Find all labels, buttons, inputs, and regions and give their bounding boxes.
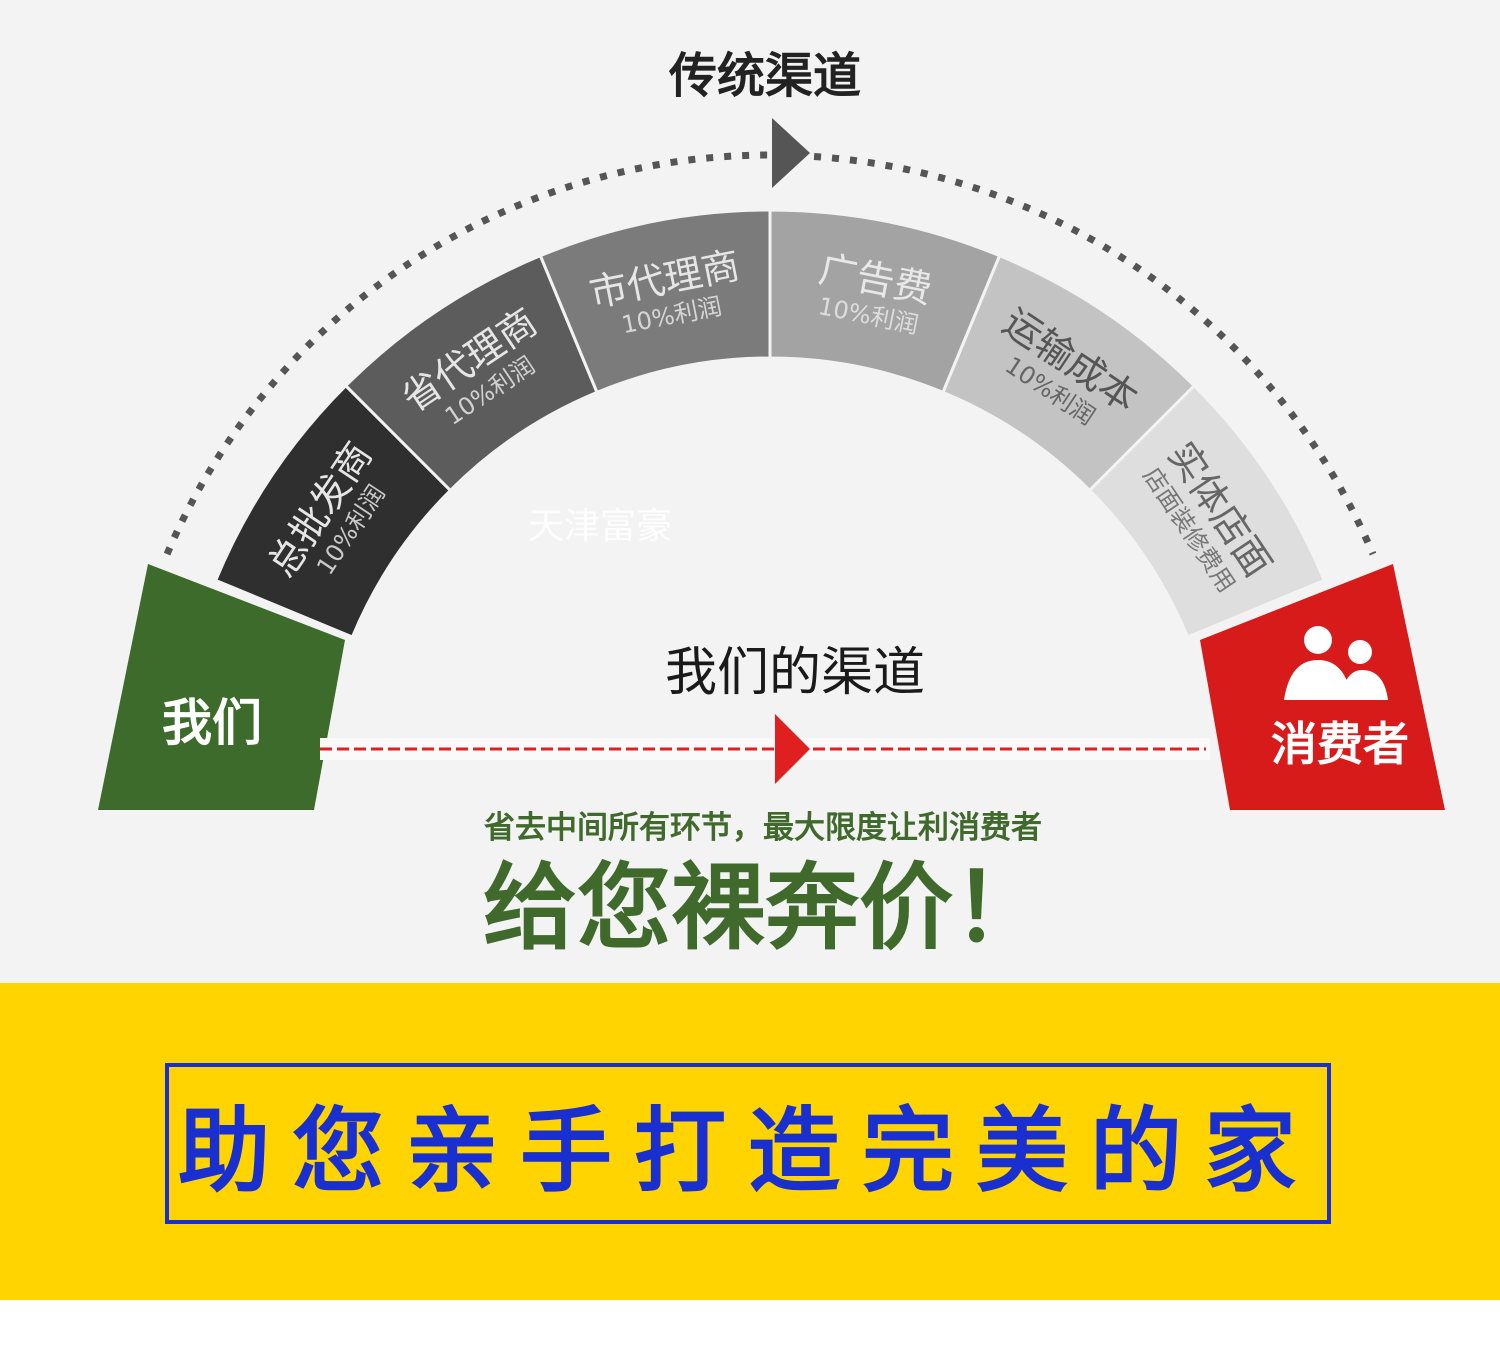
slogan-big: 给您裸奔价！ [483, 854, 1047, 963]
slogan-small: 省去中间所有环节，最大限度让利消费者 [484, 810, 1042, 846]
watermark: 天津富豪 [528, 506, 672, 547]
people-icon [1284, 626, 1388, 700]
banner-text: 助您亲手打造完美的家 [177, 1098, 1318, 1205]
start-label: 我们 [162, 694, 262, 752]
banner [0, 983, 1500, 1300]
ours-arrow-icon [775, 714, 810, 784]
banner-box: 助您亲手打造完美的家 [165, 1063, 1331, 1224]
start-block [98, 564, 345, 810]
traditional-arrow-icon [772, 118, 810, 188]
channel-diagram: 传统渠道 总批发商10%利润省代理商10%利润市代理商10%利润广告费10%利润… [98, 48, 1445, 963]
end-label: 消费者 [1271, 717, 1409, 771]
ours-title: 我们的渠道 [665, 643, 925, 703]
segment-6 [1087, 383, 1327, 639]
traditional-title: 传统渠道 [668, 48, 861, 104]
bottom-space [0, 1300, 1500, 1359]
